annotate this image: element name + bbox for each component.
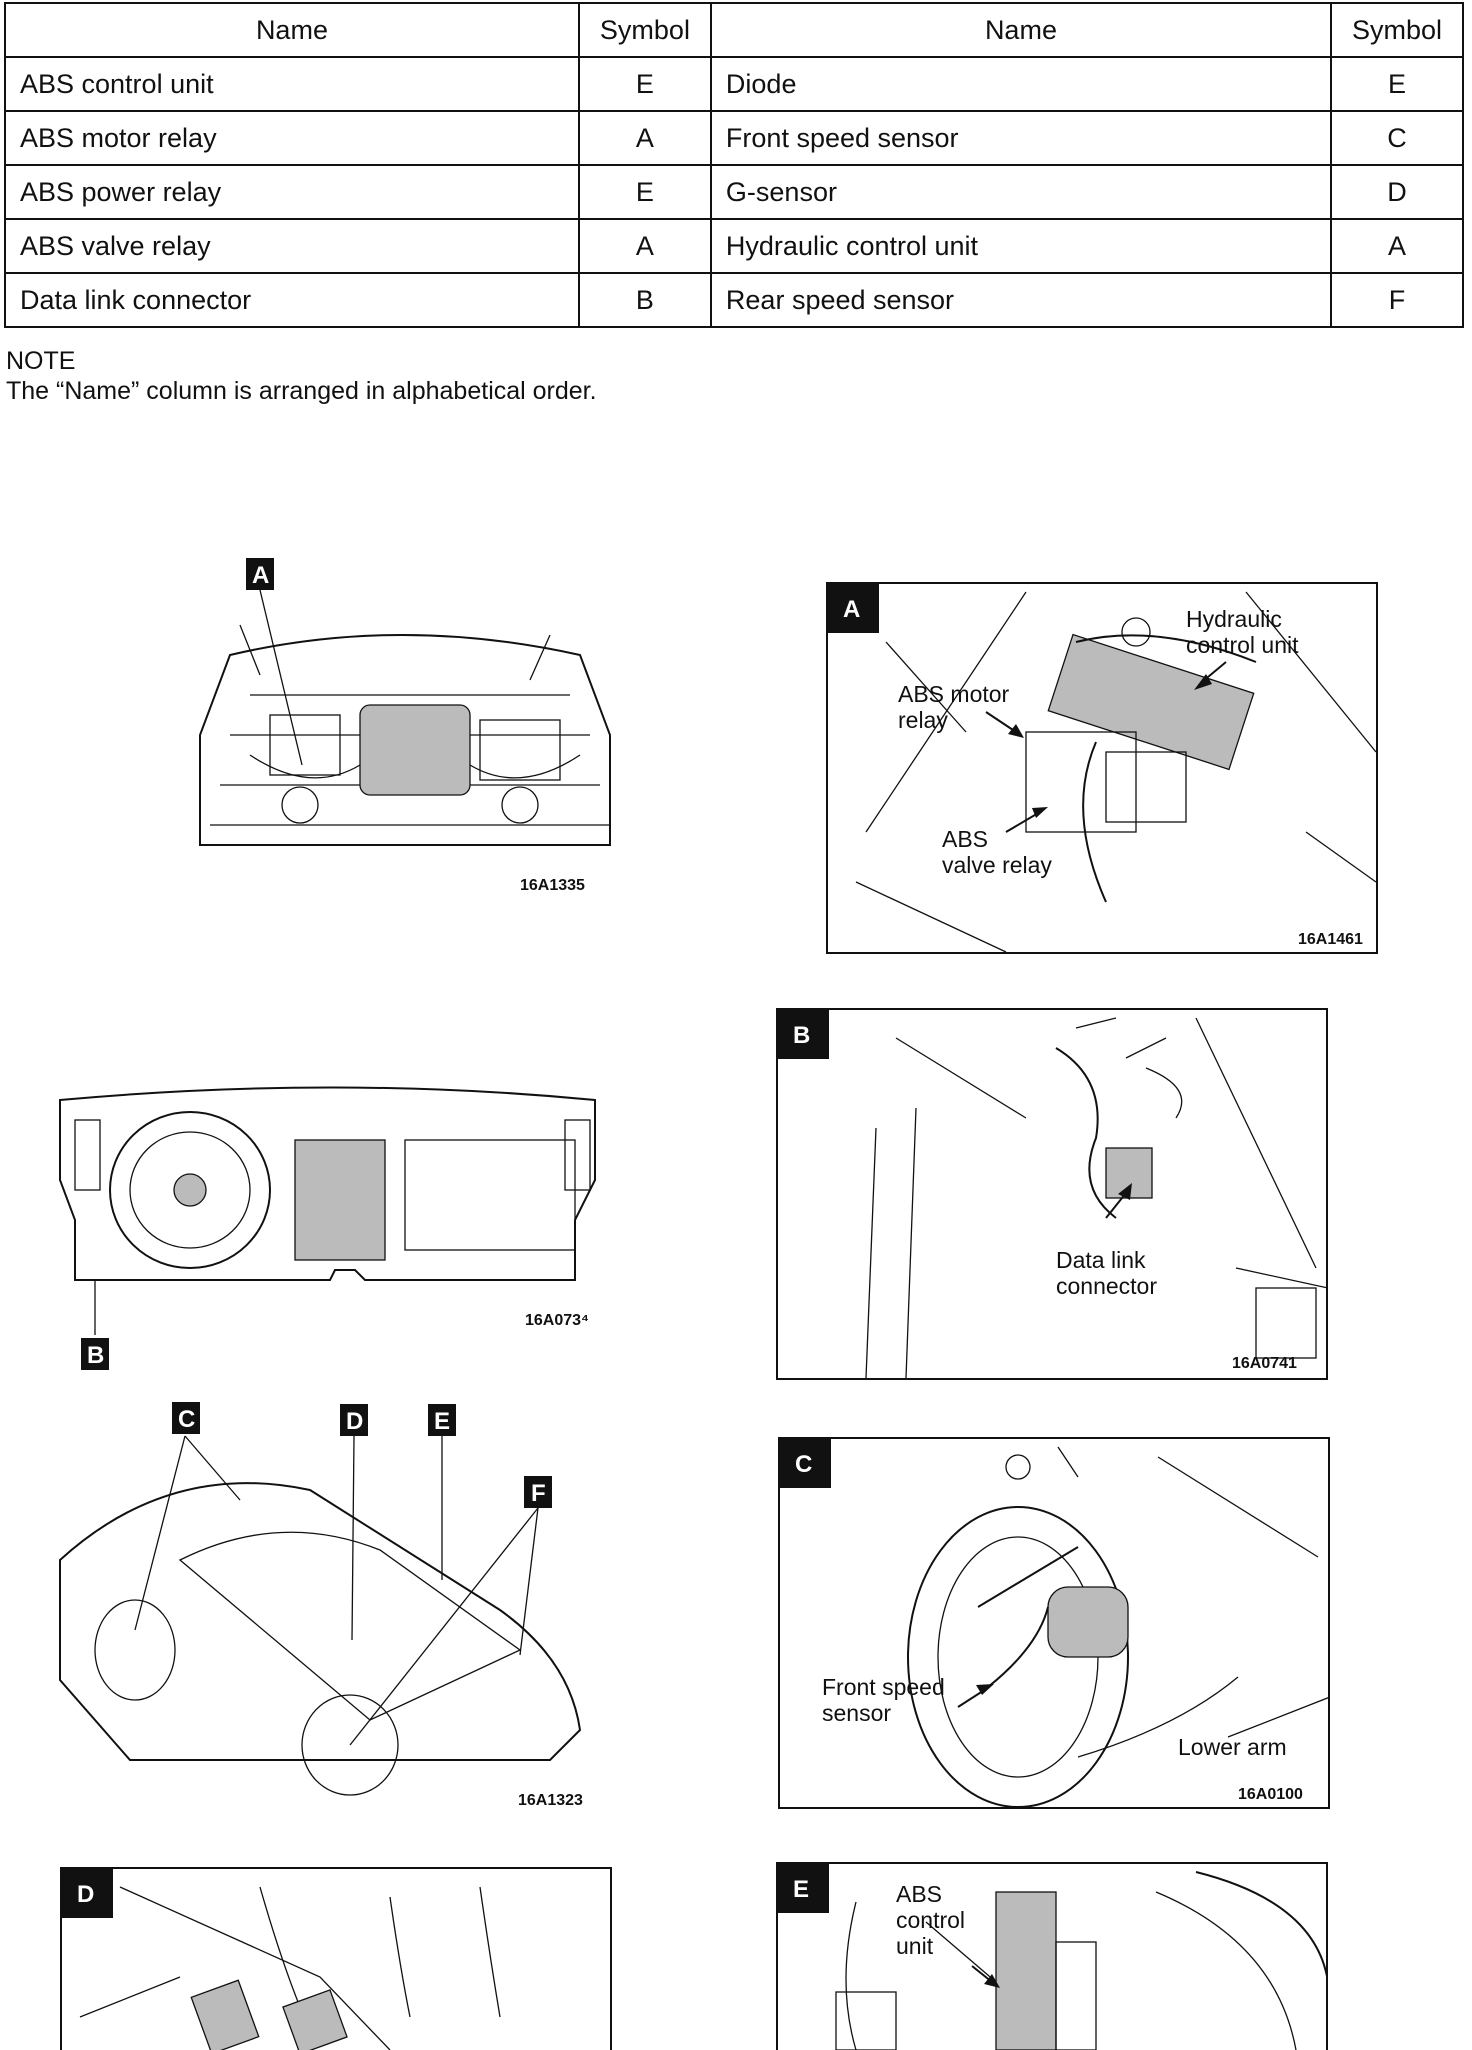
dashboard-figure: B 16A073⁴ [55,1080,615,1370]
header-symbol-2: Symbol [1330,2,1464,58]
table-row: Data link connector B Rear speed sensor … [4,272,1464,328]
valve-relay-label-1: ABS [942,826,988,852]
note-title: NOTE [6,347,76,375]
lower-arm-label: Lower arm [1178,1734,1287,1760]
label-box [172,1402,200,1434]
figure-code: 16A0741 [1232,1355,1297,1372]
label-b: B [87,1342,104,1369]
label-box [61,1868,113,1918]
table-cell: A [577,110,712,166]
table-cell: E [1330,56,1464,112]
table-cell: Rear speed sensor [709,272,1333,328]
connector-label-2: connector [1056,1273,1157,1299]
note-block: NOTE The “Name” column is arranged in al… [6,346,597,406]
table-cell: B [577,272,712,328]
table-cell: E [577,164,712,220]
valve-relay-label-2: valve relay [942,852,1052,878]
table-cell: E [577,56,712,112]
label-d: D [77,1881,94,1908]
label-box [428,1404,456,1436]
engine-bay-figure: A 16A1335 [190,555,640,915]
control-unit-label-3: unit [896,1933,934,1959]
hydraulic-label-1: Hydraulic [1186,606,1282,632]
motor-relay-label-2: relay [898,707,948,733]
table-cell: Data link connector [4,272,580,328]
header-name-1: Name [4,2,580,58]
label-a: A [252,562,269,589]
label-a: A [843,596,860,623]
table-cell: ABS control unit [4,56,580,112]
detail-e-figure: E ABS control unit [776,1862,1328,2050]
table-cell: ABS valve relay [4,218,580,274]
table-cell: Hydraulic control unit [709,218,1333,274]
table-row: ABS power relay E G-sensor D [4,164,1464,220]
table-cell: C [1330,110,1464,166]
table-cell: Diode [709,56,1333,112]
table-header-row: Name Symbol Name Symbol [4,2,1464,58]
speed-sensor-label-1: Front speed [822,1674,945,1700]
table-cell: D [1330,164,1464,220]
speed-sensor-label-2: sensor [822,1700,891,1726]
motor-relay-label-1: ABS motor [898,681,1010,707]
table-row: ABS motor relay A Front speed sensor C [4,110,1464,166]
figure-code: 16A1335 [520,877,585,894]
label-d: D [346,1408,363,1435]
connector-label-1: Data link [1056,1247,1146,1273]
label-box [246,558,274,590]
header-name-2: Name [709,2,1333,58]
table-cell: ABS motor relay [4,110,580,166]
label-e: E [434,1408,450,1435]
detail-c-figure: C Front speed sensor Lower arm 16A0100 [778,1437,1330,1809]
table-cell: Front speed sensor [709,110,1333,166]
detail-a-figure: A Hydraulic control unit ABS motor relay… [826,582,1378,954]
table-cell: G-sensor [709,164,1333,220]
note-text: The “Name” column is arranged in alphabe… [6,377,597,405]
label-f: F [531,1480,546,1507]
car-figure: C D E F 16A1323 [50,1400,610,1810]
table-cell: ABS power relay [4,164,580,220]
table-cell: F [1330,272,1464,328]
label-c: C [795,1451,812,1478]
label-c: C [178,1406,195,1433]
figure-code: 16A073⁴ [525,1312,589,1329]
label-box [827,583,879,633]
component-table: Name Symbol Name Symbol ABS control unit… [4,2,1464,328]
table-row: ABS valve relay A Hydraulic control unit… [4,218,1464,274]
detail-d-figure: D [60,1867,612,2050]
table-row: ABS control unit E Diode E [4,56,1464,112]
table-cell: A [1330,218,1464,274]
header-symbol-1: Symbol [577,2,712,58]
label-box [81,1338,109,1370]
label-box [779,1438,831,1488]
label-box [340,1404,368,1436]
control-unit-label-2: control [896,1907,965,1933]
figure-code: 16A1461 [1298,931,1363,948]
label-b: B [793,1022,810,1049]
table-cell: A [577,218,712,274]
figure-code: 16A1323 [518,1792,583,1809]
label-box [777,1009,829,1059]
detail-b-figure: B Data link connector 16A0741 [776,1008,1328,1380]
control-unit-label-1: ABS [896,1881,942,1907]
label-box [777,1863,829,1913]
figure-code: 16A0100 [1238,1786,1303,1803]
hydraulic-label-2: control unit [1186,632,1299,658]
label-e: E [793,1876,809,1903]
label-box [524,1476,552,1508]
